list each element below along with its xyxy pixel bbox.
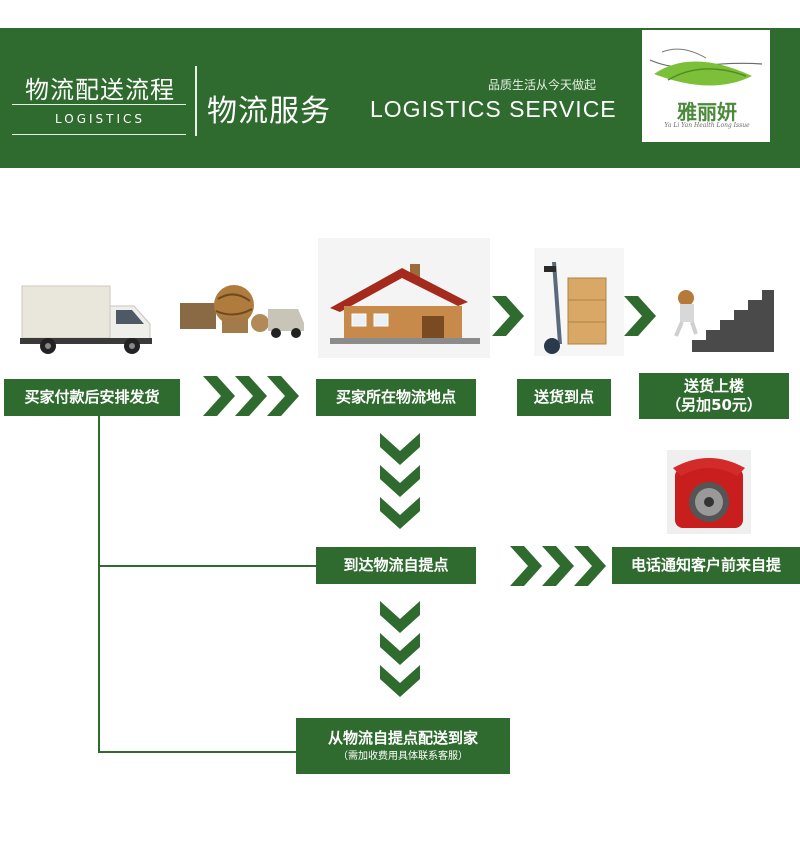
divider-line: [12, 134, 186, 135]
chevron-arrow-icon: [492, 296, 524, 336]
step-deliver-upstairs: 送货上楼 （另加50元）: [639, 373, 789, 419]
step-note: （需加收费用具体联系客服）: [338, 750, 468, 762]
step-label: 从物流自提点配送到家: [327, 728, 478, 747]
left-title: 物流配送流程: [25, 76, 175, 104]
step-arrive-pickup: 到达物流自提点: [316, 547, 476, 584]
cargo-globe-image: [180, 285, 304, 338]
chevron-arrow-icon: [203, 376, 299, 416]
step-label: 到达物流自提点: [343, 556, 449, 575]
stairs-climber-image: [674, 290, 774, 352]
main-title: 物流服务: [207, 94, 331, 129]
flow-line-to-home: [98, 751, 296, 753]
step-phone-notify: 电话通知客户前来自提: [612, 547, 800, 584]
step-label: 送货上楼: [683, 377, 744, 396]
chevron-arrow-icon: [624, 296, 656, 336]
logo-text: 雅丽妍: [677, 100, 737, 124]
step-deliver-point: 送货到点: [517, 379, 611, 416]
step-buyer-pays: 买家付款后安排发货: [4, 379, 180, 416]
chevron-arrow-icon: [380, 433, 420, 529]
step-label: 电话通知客户前来自提: [630, 556, 781, 575]
step-label: 送货到点: [533, 388, 594, 407]
step-note: （另加50元）: [666, 396, 762, 414]
hand-truck-image: [534, 248, 624, 356]
step-pickup-to-home: 从物流自提点配送到家 （需加收费用具体联系客服）: [296, 718, 510, 774]
slogan: 品质生活从今天做起: [488, 78, 597, 92]
telephone-image: [667, 450, 751, 534]
truck-image: [20, 285, 152, 354]
chevron-arrow-icon: [380, 601, 420, 697]
vertical-separator: [195, 66, 197, 136]
house-image: [318, 238, 490, 358]
brand-logo: [642, 30, 770, 142]
flow-line-vertical: [98, 416, 100, 753]
main-title-en: LOGISTICS SERVICE: [370, 96, 617, 122]
flow-line-to-pickup: [98, 565, 316, 567]
step-buyer-location: 买家所在物流地点: [316, 379, 476, 416]
left-subtitle: LOGISTICS: [54, 112, 146, 126]
step-label: 买家付款后安排发货: [24, 388, 160, 407]
leaf-icon: [649, 48, 763, 86]
step-label: 买家所在物流地点: [335, 388, 456, 407]
chevron-arrow-icon: [510, 546, 606, 586]
divider-line: [12, 104, 186, 105]
logo-subtext: Ya Li Yan Health Long Issue: [664, 122, 750, 129]
